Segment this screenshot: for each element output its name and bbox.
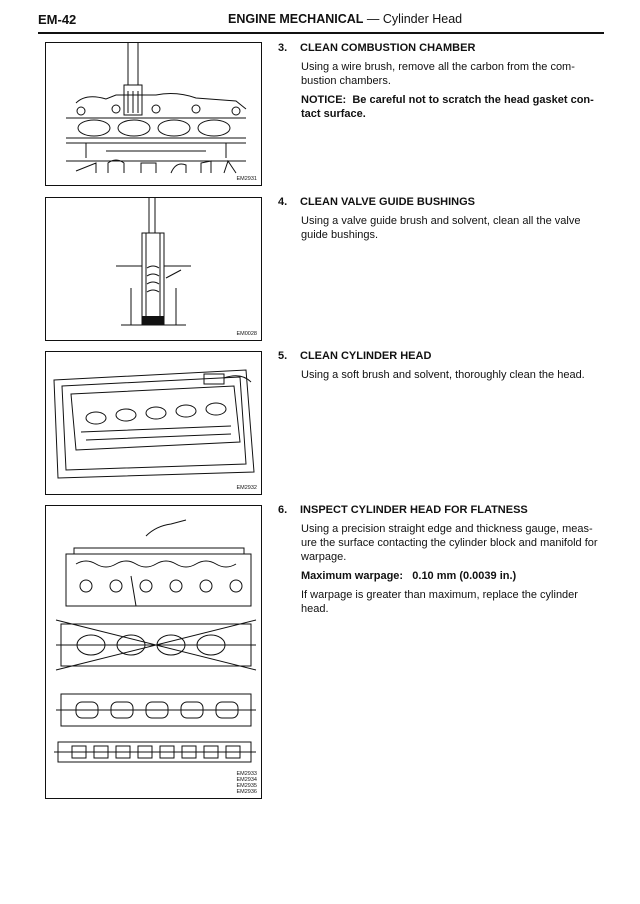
step-clean-cylinder-head: 5. CLEAN CYLINDER HEAD Using a soft brush… (278, 349, 604, 387)
step-body: Using a wire brush, remove all the carbo… (301, 60, 604, 121)
section-title: ENGINE MECHANICAL (228, 12, 364, 26)
figure-code: EM2935 (236, 783, 258, 789)
step-inspect-flatness: 6. INSPECT CYLINDER HEAD FOR FLATNESS Usi… (278, 503, 604, 621)
step-heading: 3. CLEAN COMBUSTION CHAMBER (278, 41, 604, 55)
figure-combustion-chamber: EM2931 (45, 42, 262, 186)
header-rule (38, 32, 604, 34)
step-body: Using a valve guide brush and solvent, c… (301, 214, 604, 242)
page-header: EM-42 ENGINE MECHANICAL — Cylinder Head (38, 12, 604, 34)
figure-cylinder-head-cleaning: EM2932 (45, 351, 262, 495)
figure-code: EM0028 (236, 331, 258, 337)
notice-label: NOTICE: (301, 94, 347, 106)
step-title: CLEAN CYLINDER HEAD (300, 350, 432, 362)
step-body: Using a soft brush and solvent, thorough… (301, 368, 604, 382)
subsection-title: Cylinder Head (382, 12, 463, 26)
step-text: Using a soft brush and solvent, thorough… (301, 369, 585, 381)
step-heading: 6. INSPECT CYLINDER HEAD FOR FLATNESS (278, 503, 604, 517)
step-text: Using a wire brush, remove all the carbo… (301, 61, 575, 87)
step-number: 4. (278, 196, 288, 208)
title-separator: — (366, 12, 380, 26)
step-number: 6. (278, 504, 288, 516)
figure-code: EM2936 (236, 789, 258, 795)
page-title: ENGINE MECHANICAL — Cylinder Head (228, 12, 462, 26)
page-number: EM-42 (38, 12, 77, 27)
step-heading: 5. CLEAN CYLINDER HEAD (278, 349, 604, 363)
step-clean-combustion-chamber: 3. CLEAN COMBUSTION CHAMBER Using a wire … (278, 41, 604, 126)
wire-brush-illustration (66, 43, 247, 174)
figure-valve-guide: EM0028 (45, 197, 262, 341)
spec-label: Maximum warpage: (301, 570, 404, 582)
notice-text: Be careful not to scratch the head gaske… (301, 94, 594, 120)
step-heading: 4. CLEAN VALVE GUIDE BUSHINGS (278, 195, 604, 209)
spec-value: 0.10 mm (0.0039 in.) (412, 570, 517, 582)
solvent-tray-illustration (53, 369, 255, 479)
figure-code: EM2931 (236, 176, 258, 182)
step-body: Using a precision straight edge and thic… (301, 522, 604, 616)
step-title: CLEAN COMBUSTION CHAMBER (300, 42, 476, 54)
valve-guide-brush-illustration (116, 198, 191, 326)
step-text: Using a valve guide brush and solvent, c… (301, 215, 581, 241)
step-number: 5. (278, 350, 288, 362)
step-number: 3. (278, 42, 288, 54)
step-text: Using a precision straight edge and thic… (301, 523, 598, 563)
figure-code: EM2932 (236, 485, 258, 491)
step-text-2: If warpage is greater than maximum, repl… (301, 589, 578, 615)
straight-edge-illustration (54, 519, 257, 763)
step-title: INSPECT CYLINDER HEAD FOR FLATNESS (300, 504, 528, 516)
step-title: CLEAN VALVE GUIDE BUSHINGS (300, 196, 475, 208)
figure-code: EM2934 (236, 777, 258, 783)
spec-line: Maximum warpage: 0.10 mm (0.0039 in.) (301, 569, 604, 583)
step-clean-valve-guide-bushings: 4. CLEAN VALVE GUIDE BUSHINGS Using a val… (278, 195, 604, 247)
figure-code: EM2933 (236, 771, 258, 777)
figure-flatness-inspection: EM2933 EM2934 EM2935 EM2936 (45, 505, 262, 799)
notice: NOTICE: Be careful not to scratch the he… (301, 93, 604, 121)
figure-code-list: EM2933 EM2934 EM2935 EM2936 (237, 771, 258, 795)
